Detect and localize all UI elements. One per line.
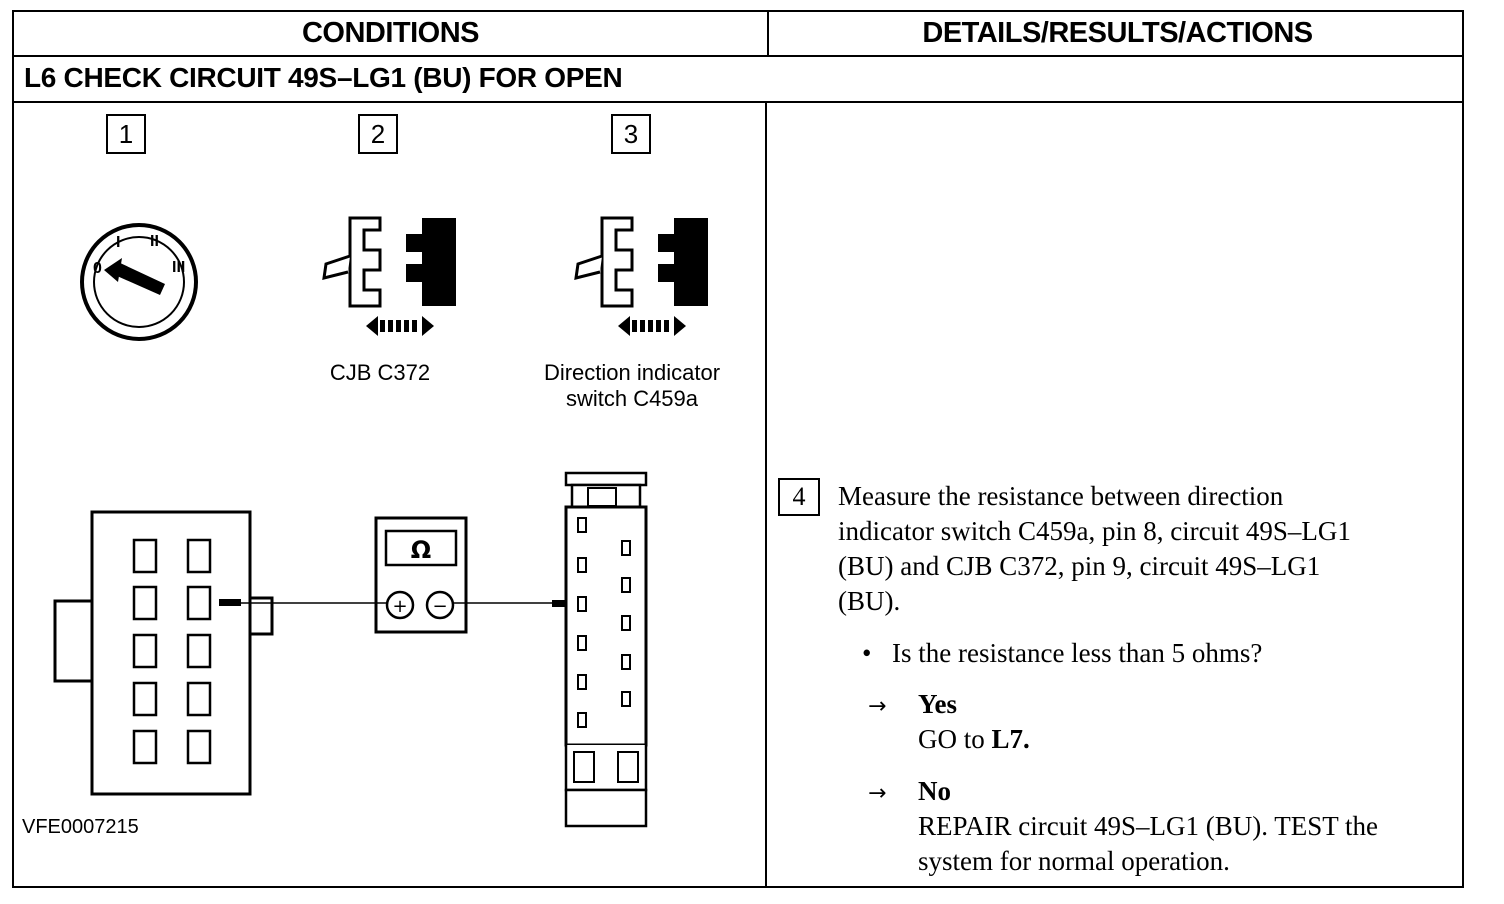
instruction-line-1: Measure the resistance between direction xyxy=(838,481,1284,511)
minus-terminal: − xyxy=(432,596,447,617)
bullet-icon: • xyxy=(862,638,872,668)
header-rule xyxy=(14,55,1462,57)
yes-label: Yes xyxy=(918,689,957,719)
no-label: No xyxy=(918,776,951,806)
cjb-label: CJB C372 xyxy=(329,360,431,385)
step-title: L6 CHECK CIRCUIT 49S–LG1 (BU) FOR OPEN xyxy=(24,62,623,93)
ohmmeter-icon: Ω + − xyxy=(374,516,468,634)
conditions-header: CONDITIONS xyxy=(301,17,480,49)
connector-disconnect-icon-cjb xyxy=(322,216,456,336)
details-header: DETAILS/RESULTS/ACTIONS xyxy=(922,17,1313,49)
switch-label-line1: Direction indicator xyxy=(543,360,721,385)
switch-connector-face xyxy=(564,471,648,828)
no-action-line1: REPAIR circuit 49S–LG1 (BU). TEST the xyxy=(918,811,1379,841)
yes-action-prefix: GO to xyxy=(918,724,992,754)
ignition-pos-2: II xyxy=(150,233,159,250)
ignition-pos-1: I xyxy=(116,234,120,251)
no-action-line2: system for normal operation. xyxy=(918,846,1230,876)
yes-arrow-icon: → xyxy=(868,694,887,719)
column-divider xyxy=(765,103,767,888)
yes-action: GO to L7. xyxy=(918,722,1030,757)
no-arrow-icon: → xyxy=(868,781,887,806)
question-text: Is the resistance less than 5 ohms? xyxy=(892,638,1263,668)
step-box-2: 2 xyxy=(358,114,398,154)
instruction-line-3: (BU) and CJB C372, pin 9, circuit 49S–LG… xyxy=(838,551,1321,581)
diagnostic-table: CONDITIONS DETAILS/RESULTS/ACTIONS L6 CH… xyxy=(12,10,1464,888)
step-box-3: 3 xyxy=(611,114,651,154)
ignition-switch-icon: 0 I II III xyxy=(80,223,198,341)
switch-label-line2: switch C459a xyxy=(565,386,699,411)
title-rule xyxy=(14,101,1462,103)
instruction-line-2: indicator switch C459a, pin 8, circuit 4… xyxy=(838,516,1351,546)
yes-action-target: L7. xyxy=(991,724,1030,754)
figure-id: VFE0007215 xyxy=(22,816,139,838)
ignition-pos-3: III xyxy=(172,259,185,276)
plus-terminal: + xyxy=(392,596,407,617)
connector-disconnect-icon-switch xyxy=(574,216,708,336)
header-divider xyxy=(767,12,769,56)
cjb-connector-face xyxy=(53,510,274,796)
step-box-4: 4 xyxy=(778,478,820,516)
ohm-symbol: Ω xyxy=(411,536,431,564)
ignition-pos-0: 0 xyxy=(93,260,102,277)
step-box-1: 1 xyxy=(106,114,146,154)
instruction-line-4: (BU). xyxy=(838,586,901,616)
